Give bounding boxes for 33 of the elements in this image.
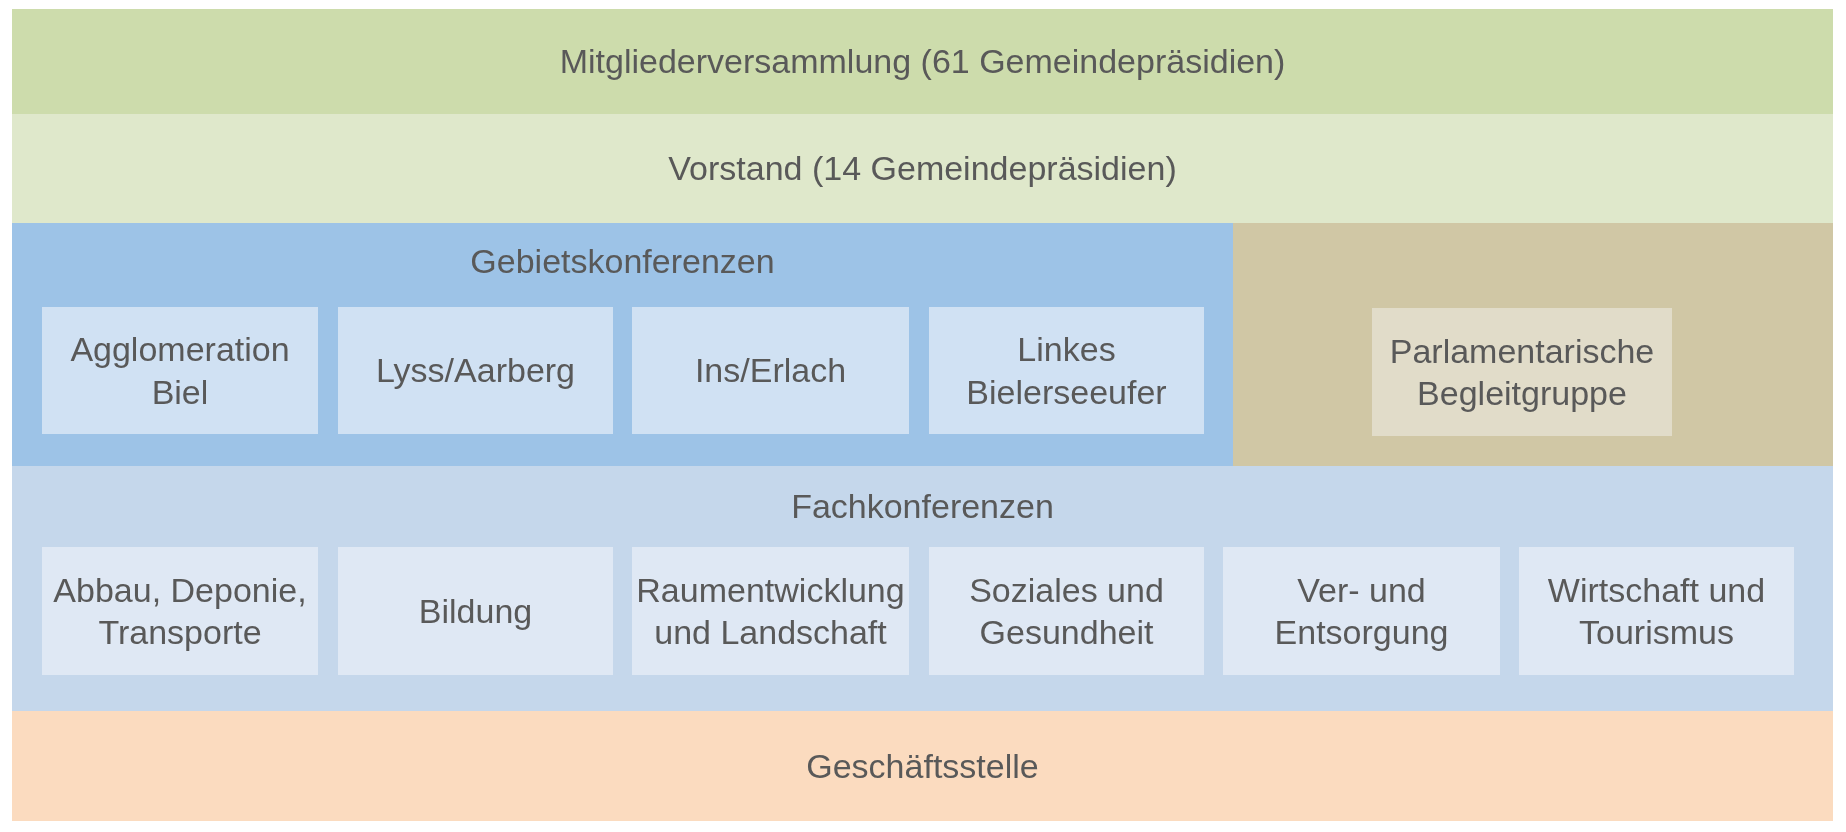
tier-band — [12, 9, 1833, 114]
body-box — [1223, 547, 1500, 675]
tier-band — [12, 114, 1833, 223]
body-name: Wirtschaft und Tourismus — [1546, 569, 1767, 653]
tier-band — [12, 711, 1833, 821]
body-name: Ins/Erlach — [694, 350, 847, 392]
body-name: Soziales und Gesundheit — [968, 569, 1165, 653]
body-box — [338, 547, 613, 675]
tier-title: Gebietskonferenzen — [470, 241, 775, 282]
body-box — [632, 307, 909, 434]
body-name: Abbau, Deponie, Transporte — [52, 569, 308, 653]
body-name: Ver- und Entsorgung — [1273, 569, 1450, 653]
body-name: Parlamentarische Begleitgruppe — [1388, 330, 1656, 414]
body-box — [929, 547, 1204, 675]
body-name: Lyss/Aarberg — [375, 350, 576, 392]
body-box — [1372, 308, 1672, 436]
body-box — [42, 547, 318, 675]
body-name: Raumentwicklung und Landschaft — [635, 569, 906, 653]
tier-band — [12, 223, 1233, 466]
tier-band — [12, 466, 1833, 711]
body-box — [1519, 547, 1794, 675]
body-box — [632, 547, 909, 675]
body-name: Agglomeration Biel — [69, 329, 291, 413]
body-name: Linkes Bielerseeufer — [965, 329, 1168, 413]
body-box — [929, 307, 1204, 434]
tier-title: Fachkonferenzen — [791, 486, 1054, 527]
tier-title: Vorstand (14 Gemeindepräsidien) — [668, 148, 1177, 190]
body-box — [42, 307, 318, 434]
body-box — [338, 307, 613, 434]
tier-title: Geschäftsstelle — [806, 745, 1039, 787]
body-name: Bildung — [418, 590, 533, 632]
tier-band — [1233, 223, 1833, 466]
tier-title: Mitgliederversammlung (61 Gemeindepräsidien) — [559, 41, 1286, 83]
